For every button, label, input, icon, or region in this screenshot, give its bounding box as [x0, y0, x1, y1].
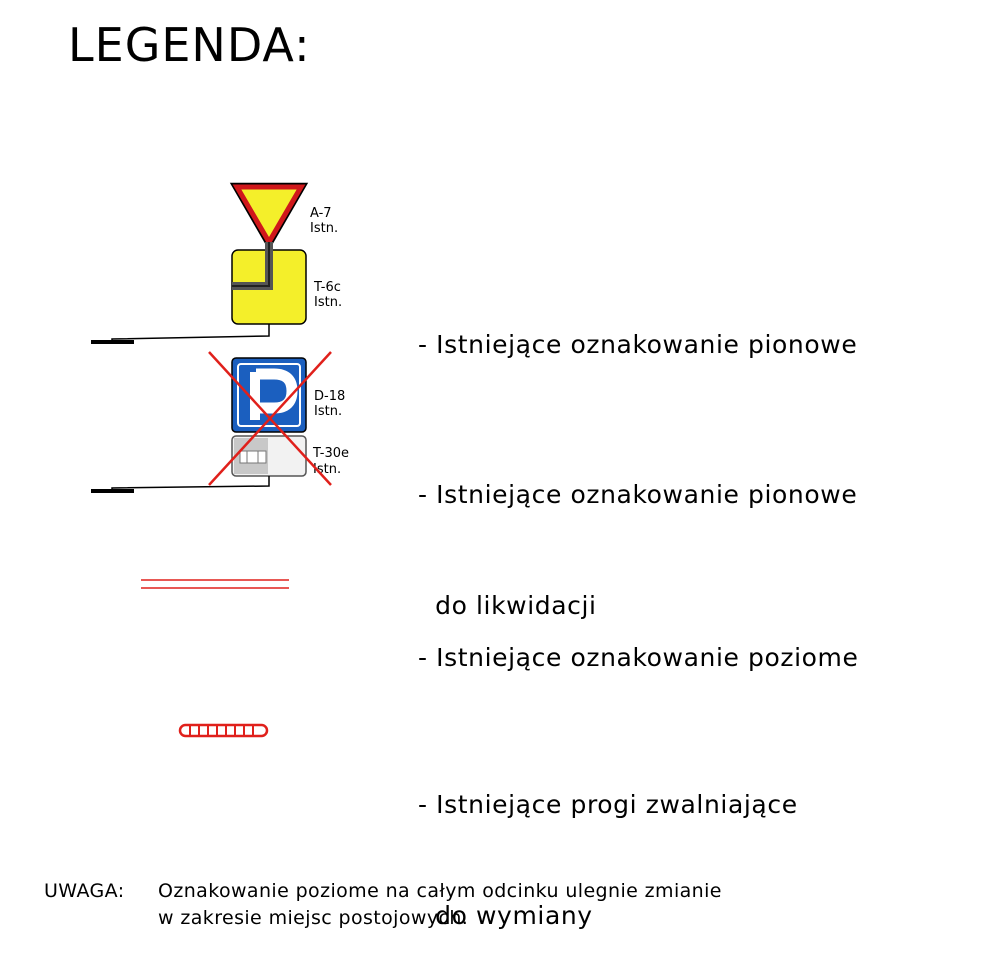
legend-item-3-line1: - Istniejące oznakowanie poziome — [418, 643, 859, 672]
horizontal-marking-symbol — [141, 579, 289, 589]
note-line2: w zakresie miejsc postojowych. — [158, 907, 469, 929]
legend-item-4-description: - Istniejące progi zwalniające do wymian… — [418, 712, 798, 971]
note-label: UWAGA: — [44, 880, 125, 902]
legend-item-4-line1: - Istniejące progi zwalniające — [418, 790, 798, 819]
legend-item-1-line1: - Istniejące oznakowanie pionowe — [418, 330, 858, 359]
legend-item-2-line1: - Istniejące oznakowanie pionowe — [418, 480, 858, 509]
legend-item-4-line2: do wymiany — [418, 901, 593, 930]
speed-bump-icon — [178, 723, 269, 738]
t30e-plate-icon — [231, 435, 307, 477]
legend-item-1-description: - Istniejące oznakowanie pionowe — [418, 252, 857, 400]
t30e-code-label: T-30e — [312, 446, 349, 461]
t6c-plate-icon — [231, 242, 307, 325]
d18-status-label: Istn. — [314, 404, 342, 419]
sign-base-icon — [91, 489, 134, 493]
a7-code-label: A-7 — [310, 206, 332, 221]
t6c-status-label: Istn. — [314, 295, 342, 310]
legend-title: LEGENDA: — [68, 18, 311, 72]
sign-base-icon — [91, 340, 134, 344]
d18-code-label: D-18 — [314, 389, 345, 404]
legend-item-3-description: - Istniejące oznakowanie poziome — [418, 565, 859, 713]
a7-status-label: Istn. — [310, 221, 338, 236]
existing-vertical-sign-symbol: A-7 Istn. T-6c Istn. — [91, 182, 342, 344]
legend-item-2-line2: do likwidacji — [418, 591, 597, 620]
removal-cross-icon — [208, 351, 332, 486]
vertical-sign-to-remove-symbol: D-18 Istn. T-30e Istn. — [91, 351, 349, 493]
a7-yield-sign-icon — [229, 182, 309, 251]
note-line1: Oznakowanie poziome na całym odcinku ule… — [158, 880, 722, 902]
speed-bump-stripes-icon — [189, 726, 254, 735]
speed-bump-symbol — [178, 723, 269, 738]
legend-item-2-description: - Istniejące oznakowanie pionowe do likw… — [418, 402, 857, 661]
t6c-code-label: T-6c — [313, 280, 341, 295]
